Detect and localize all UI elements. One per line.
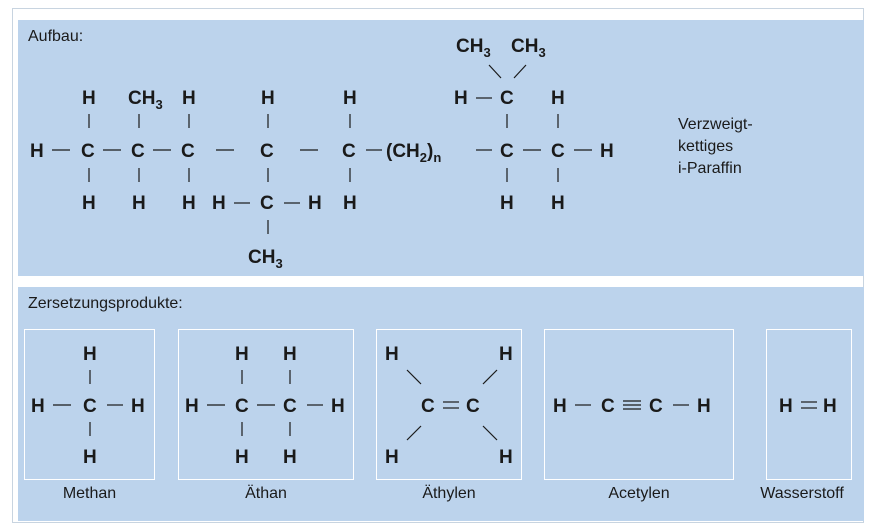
atom-ch3: CH3 [456, 36, 491, 60]
wasserstoff-structure: H H [779, 396, 837, 417]
structure-note: Verzweigt- kettiges i-Paraffin [678, 114, 753, 180]
atom-h: H [331, 396, 345, 417]
products-panel: Zersetzungsprodukte: H H C H H Methan H … [18, 287, 864, 521]
atom-c: C [500, 141, 514, 162]
atom-h: H [553, 396, 567, 417]
atom-h: H [182, 88, 196, 109]
atom-h: H [212, 193, 226, 214]
atom-h: H [83, 344, 97, 365]
atom-c: C [466, 396, 480, 417]
atom-ch3: CH3 [511, 36, 546, 60]
atom-h: H [82, 88, 96, 109]
atom-h: H [385, 344, 399, 365]
atom-c: C [649, 396, 663, 417]
atom-h: H [83, 447, 97, 468]
atom-h: H [30, 141, 44, 162]
atom-h: H [235, 344, 249, 365]
atom-c: C [601, 396, 615, 417]
atom-h: H [551, 88, 565, 109]
atom-ch3: CH3 [128, 88, 163, 112]
atom-h: H [132, 193, 146, 214]
atom-ch2-n: (CH2)n [386, 141, 441, 165]
bond-diagonal [482, 425, 498, 441]
atom-h: H [385, 447, 399, 468]
atom-h: H [235, 447, 249, 468]
products-label: Zersetzungsprodukte: [28, 295, 183, 312]
bond-diagonal [488, 64, 502, 79]
wasserstoff-box: H H [766, 329, 852, 480]
atom-c: C [260, 193, 274, 214]
atom-c: C [283, 396, 297, 417]
atom-h: H [182, 193, 196, 214]
atom-h: H [499, 344, 513, 365]
atom-h: H [779, 396, 793, 417]
note-line: i-Paraffin [678, 160, 742, 177]
iso-paraffin-structure: CH3 CH3 H CH3 H H H H C H H C C C C C [30, 36, 614, 271]
acetylen-structure: H C C H [553, 396, 711, 417]
atom-h: H [551, 193, 565, 214]
acetylen-box: H C C H [544, 329, 734, 480]
atom-h: H [454, 88, 468, 109]
note-line: Verzweigt- [678, 116, 753, 133]
aethylen-box: H H C C H H [376, 329, 522, 480]
atom-h: H [308, 193, 322, 214]
atom-h: H [343, 88, 357, 109]
atom-h: H [131, 396, 145, 417]
atom-h: H [343, 193, 357, 214]
atom-h: H [600, 141, 614, 162]
atom-h: H [499, 447, 513, 468]
atom-c: C [342, 141, 356, 162]
molecule-name: Äthylen [422, 485, 476, 502]
aethan-structure: H H H C C H H H [185, 344, 345, 468]
atom-h: H [283, 447, 297, 468]
atom-c: C [235, 396, 249, 417]
bond-diagonal [406, 425, 422, 441]
atom-c: C [260, 141, 274, 162]
molecule-name: Wasserstoff [760, 485, 844, 502]
atom-h: H [283, 344, 297, 365]
atom-h: H [500, 193, 514, 214]
structure-panel: Aufbau: CH3 CH3 H CH3 H H H H C H H C C … [18, 20, 864, 276]
bond-diagonal [513, 64, 527, 79]
bond-diagonal [406, 369, 422, 385]
atom-c: C [181, 141, 195, 162]
aethylen-structure: H H C C H H [385, 344, 513, 468]
molecule-name: Methan [62, 485, 117, 502]
atom-h: H [82, 193, 96, 214]
atom-h: H [823, 396, 837, 417]
atom-c: C [131, 141, 145, 162]
methan-structure: H H C H H [31, 344, 145, 468]
atom-h: H [31, 396, 45, 417]
atom-c: C [551, 141, 565, 162]
atom-h: H [185, 396, 199, 417]
atom-c: C [500, 88, 514, 109]
bond-diagonal [482, 369, 498, 385]
atom-c: C [421, 396, 435, 417]
atom-h: H [261, 88, 275, 109]
atom-c: C [83, 396, 97, 417]
molecule-name: Acetylen [608, 485, 670, 502]
atom-ch3: CH3 [248, 247, 283, 271]
note-line: kettiges [678, 138, 734, 155]
molecule-name: Äthan [245, 485, 287, 502]
aethan-box: H H H C C H H H [178, 329, 354, 480]
methan-box: H H C H H [24, 329, 155, 480]
atom-h: H [697, 396, 711, 417]
structure-label: Aufbau: [28, 28, 84, 45]
atom-c: C [81, 141, 95, 162]
